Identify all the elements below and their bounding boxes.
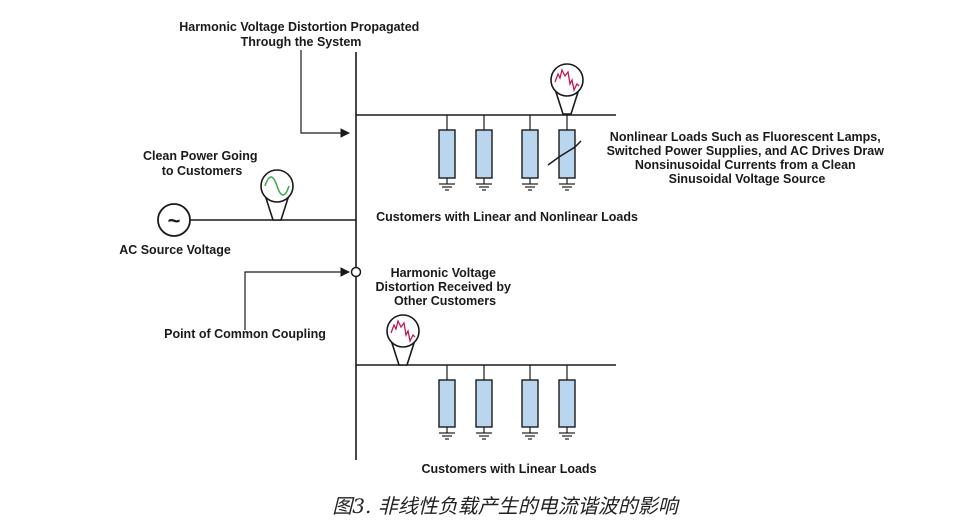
pcc-arrow (244, 267, 350, 330)
svg-text:~: ~ (168, 208, 181, 233)
harmonic-propagated-label: Harmonic Voltage Distortion Propagated T… (179, 20, 423, 49)
waveform-scope-icon (386, 314, 420, 366)
load-resistor (521, 115, 539, 191)
nonlinear-load-icon (547, 115, 582, 191)
load-resistor (475, 365, 493, 440)
ground-icon (559, 427, 575, 440)
waveform-scope-icon (260, 169, 294, 221)
ac-source-label: AC Source Voltage (119, 243, 231, 257)
harmonic-received-label: Harmonic Voltage Distortion Received by … (376, 266, 515, 308)
ground-icon (522, 178, 538, 191)
ground-icon (439, 178, 455, 191)
pcc-node (350, 266, 362, 278)
ground-icon (476, 178, 492, 191)
customers-linear-label: Customers with Linear Loads (421, 462, 596, 476)
ground-icon (522, 427, 538, 440)
clean-power-label: Clean Power Going to Customers (143, 149, 261, 178)
load-resistor (475, 115, 493, 191)
load-resistor (558, 365, 576, 440)
bottom-loads (438, 365, 576, 440)
ac-source-icon: ~ (157, 203, 191, 237)
propagated-arrow (300, 50, 350, 138)
nonlinear-loads-description: Nonlinear Loads Such as Fluorescent Lamp… (607, 130, 888, 186)
customers-linear-nonlinear-label: Customers with Linear and Nonlinear Load… (376, 210, 638, 224)
waveform-scope-icon (550, 63, 584, 115)
load-resistor (438, 115, 456, 191)
top-loads (438, 115, 582, 191)
ground-icon (559, 178, 575, 191)
ground-icon (476, 427, 492, 440)
pcc-label: Point of Common Coupling (164, 327, 326, 341)
load-resistor (521, 365, 539, 440)
ground-icon (439, 427, 455, 440)
load-resistor (438, 365, 456, 440)
figure-caption: 图3. 非线性负载产生的电流谐波的影响 (332, 494, 680, 518)
